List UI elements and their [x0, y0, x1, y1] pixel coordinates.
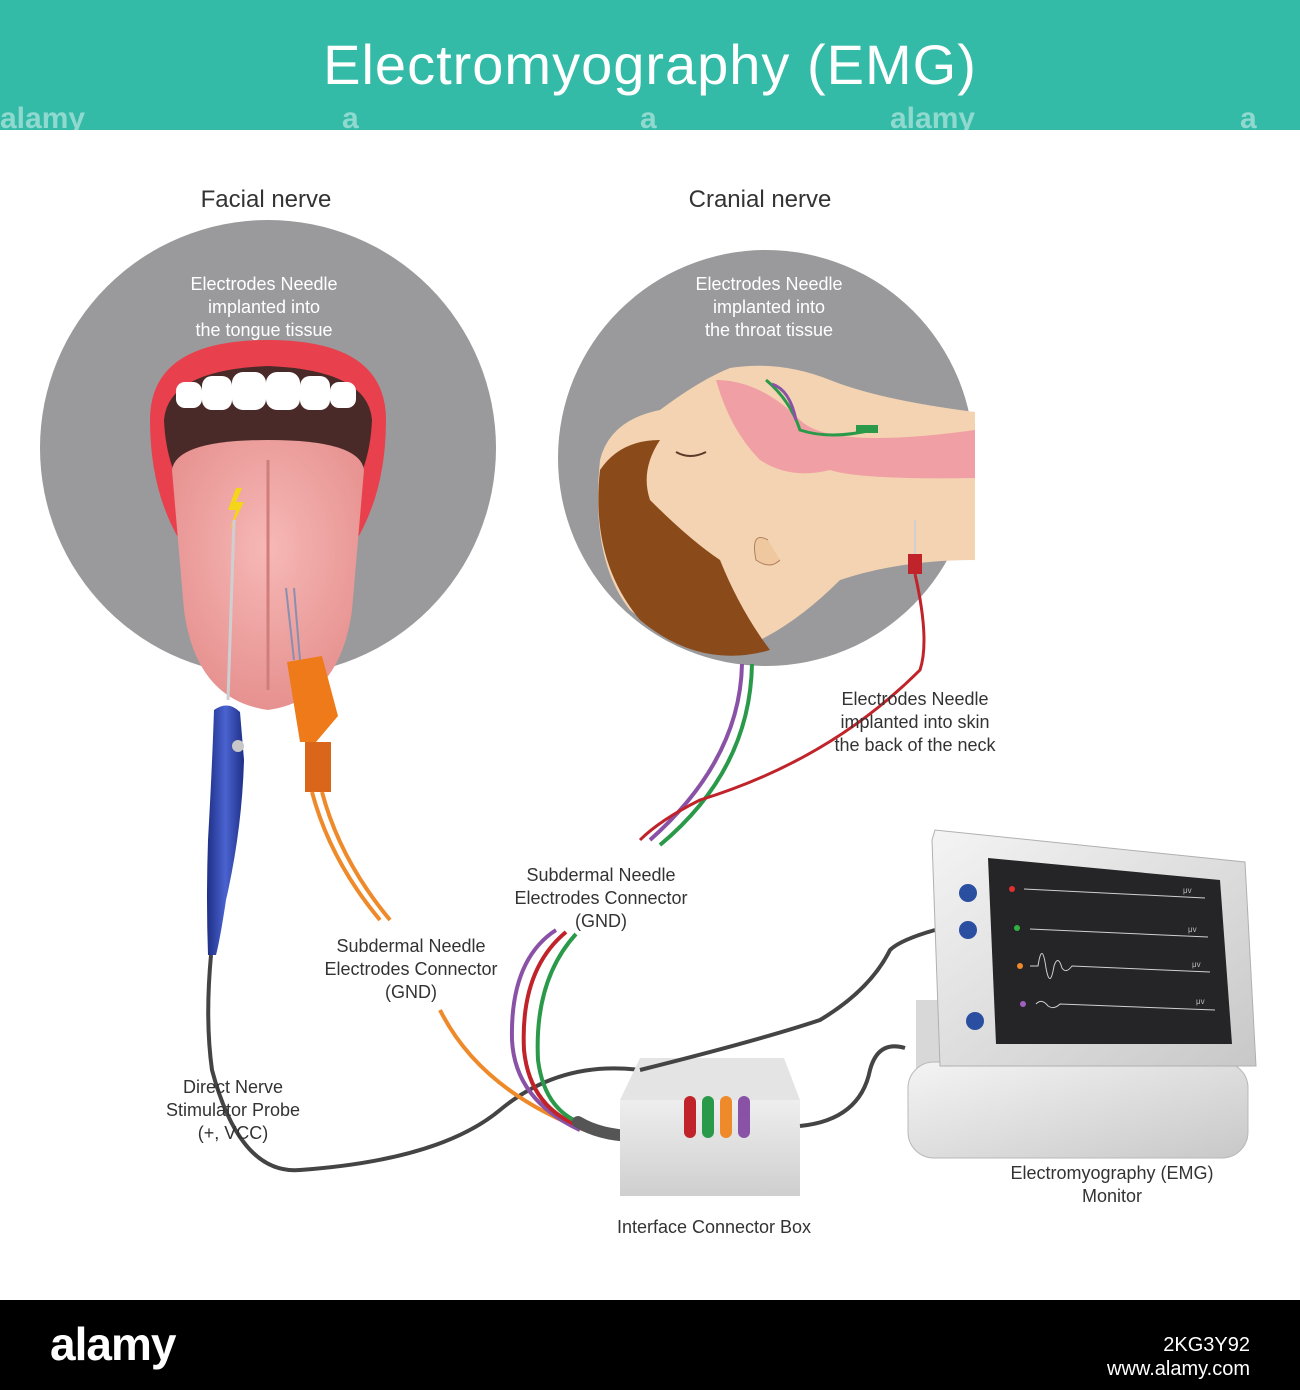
unit-label: μv	[1188, 925, 1197, 934]
gnd-connector-left	[287, 656, 338, 742]
header-watermark-1: alamy	[0, 102, 86, 135]
stimulator-probe	[207, 705, 244, 955]
unit-label: μv	[1196, 997, 1205, 1006]
interface-box-label: Interface Connector Box	[616, 1217, 812, 1237]
image-id-code: 2KG3Y92	[1163, 1334, 1250, 1356]
unit-label: μv	[1183, 886, 1192, 895]
gnd-connector-left-label: Subdermal Needle Electrodes Connector (G…	[324, 936, 498, 1002]
tongue-needle-label: Electrodes Needle implanted into the ton…	[190, 274, 338, 340]
facial-nerve-heading: Facial nerve	[200, 186, 332, 213]
gnd-connector-right-label: Subdermal Needle Electrodes Connector (G…	[514, 865, 688, 931]
monitor-label: Electromyography (EMG) Monitor	[1010, 1163, 1214, 1206]
header-watermark-3: a	[640, 102, 657, 135]
footer-bar: alamy 2KG3Y92 www.alamy.com	[0, 1300, 1300, 1390]
emg-traces	[1009, 886, 1216, 1011]
airway	[716, 380, 975, 479]
teeth	[176, 372, 356, 410]
monitor-screen	[988, 858, 1232, 1044]
box-ports	[684, 1096, 750, 1138]
header-watermark-4: alamy	[890, 102, 976, 135]
monitor-cable	[639, 928, 936, 1072]
image-site: www.alamy.com	[1107, 1358, 1250, 1380]
cranial-nerve-heading: Cranial nerve	[688, 186, 832, 213]
patient-hair	[598, 440, 770, 656]
throat-needle-label: Electrodes Needle implanted into the thr…	[695, 274, 843, 340]
box-top	[620, 1058, 800, 1100]
probe-cable	[206, 954, 641, 1173]
image-id: 2KG3Y92 www.alamy.com	[1107, 1333, 1250, 1381]
unit-label: μv	[1192, 960, 1201, 969]
lightning-icon	[228, 488, 244, 530]
neck-needle-label: Electrodes Needle implanted into skin th…	[834, 689, 996, 755]
alamy-logo: alamy	[50, 1318, 176, 1370]
page-title: Electromyography (EMG)	[323, 33, 977, 96]
header-banner	[0, 0, 1300, 130]
header-watermark-2: a	[342, 102, 359, 135]
probe-label: Direct Nerve Stimulator Probe (+, VCC)	[165, 1077, 301, 1143]
header-watermark-5: a	[1240, 102, 1257, 135]
